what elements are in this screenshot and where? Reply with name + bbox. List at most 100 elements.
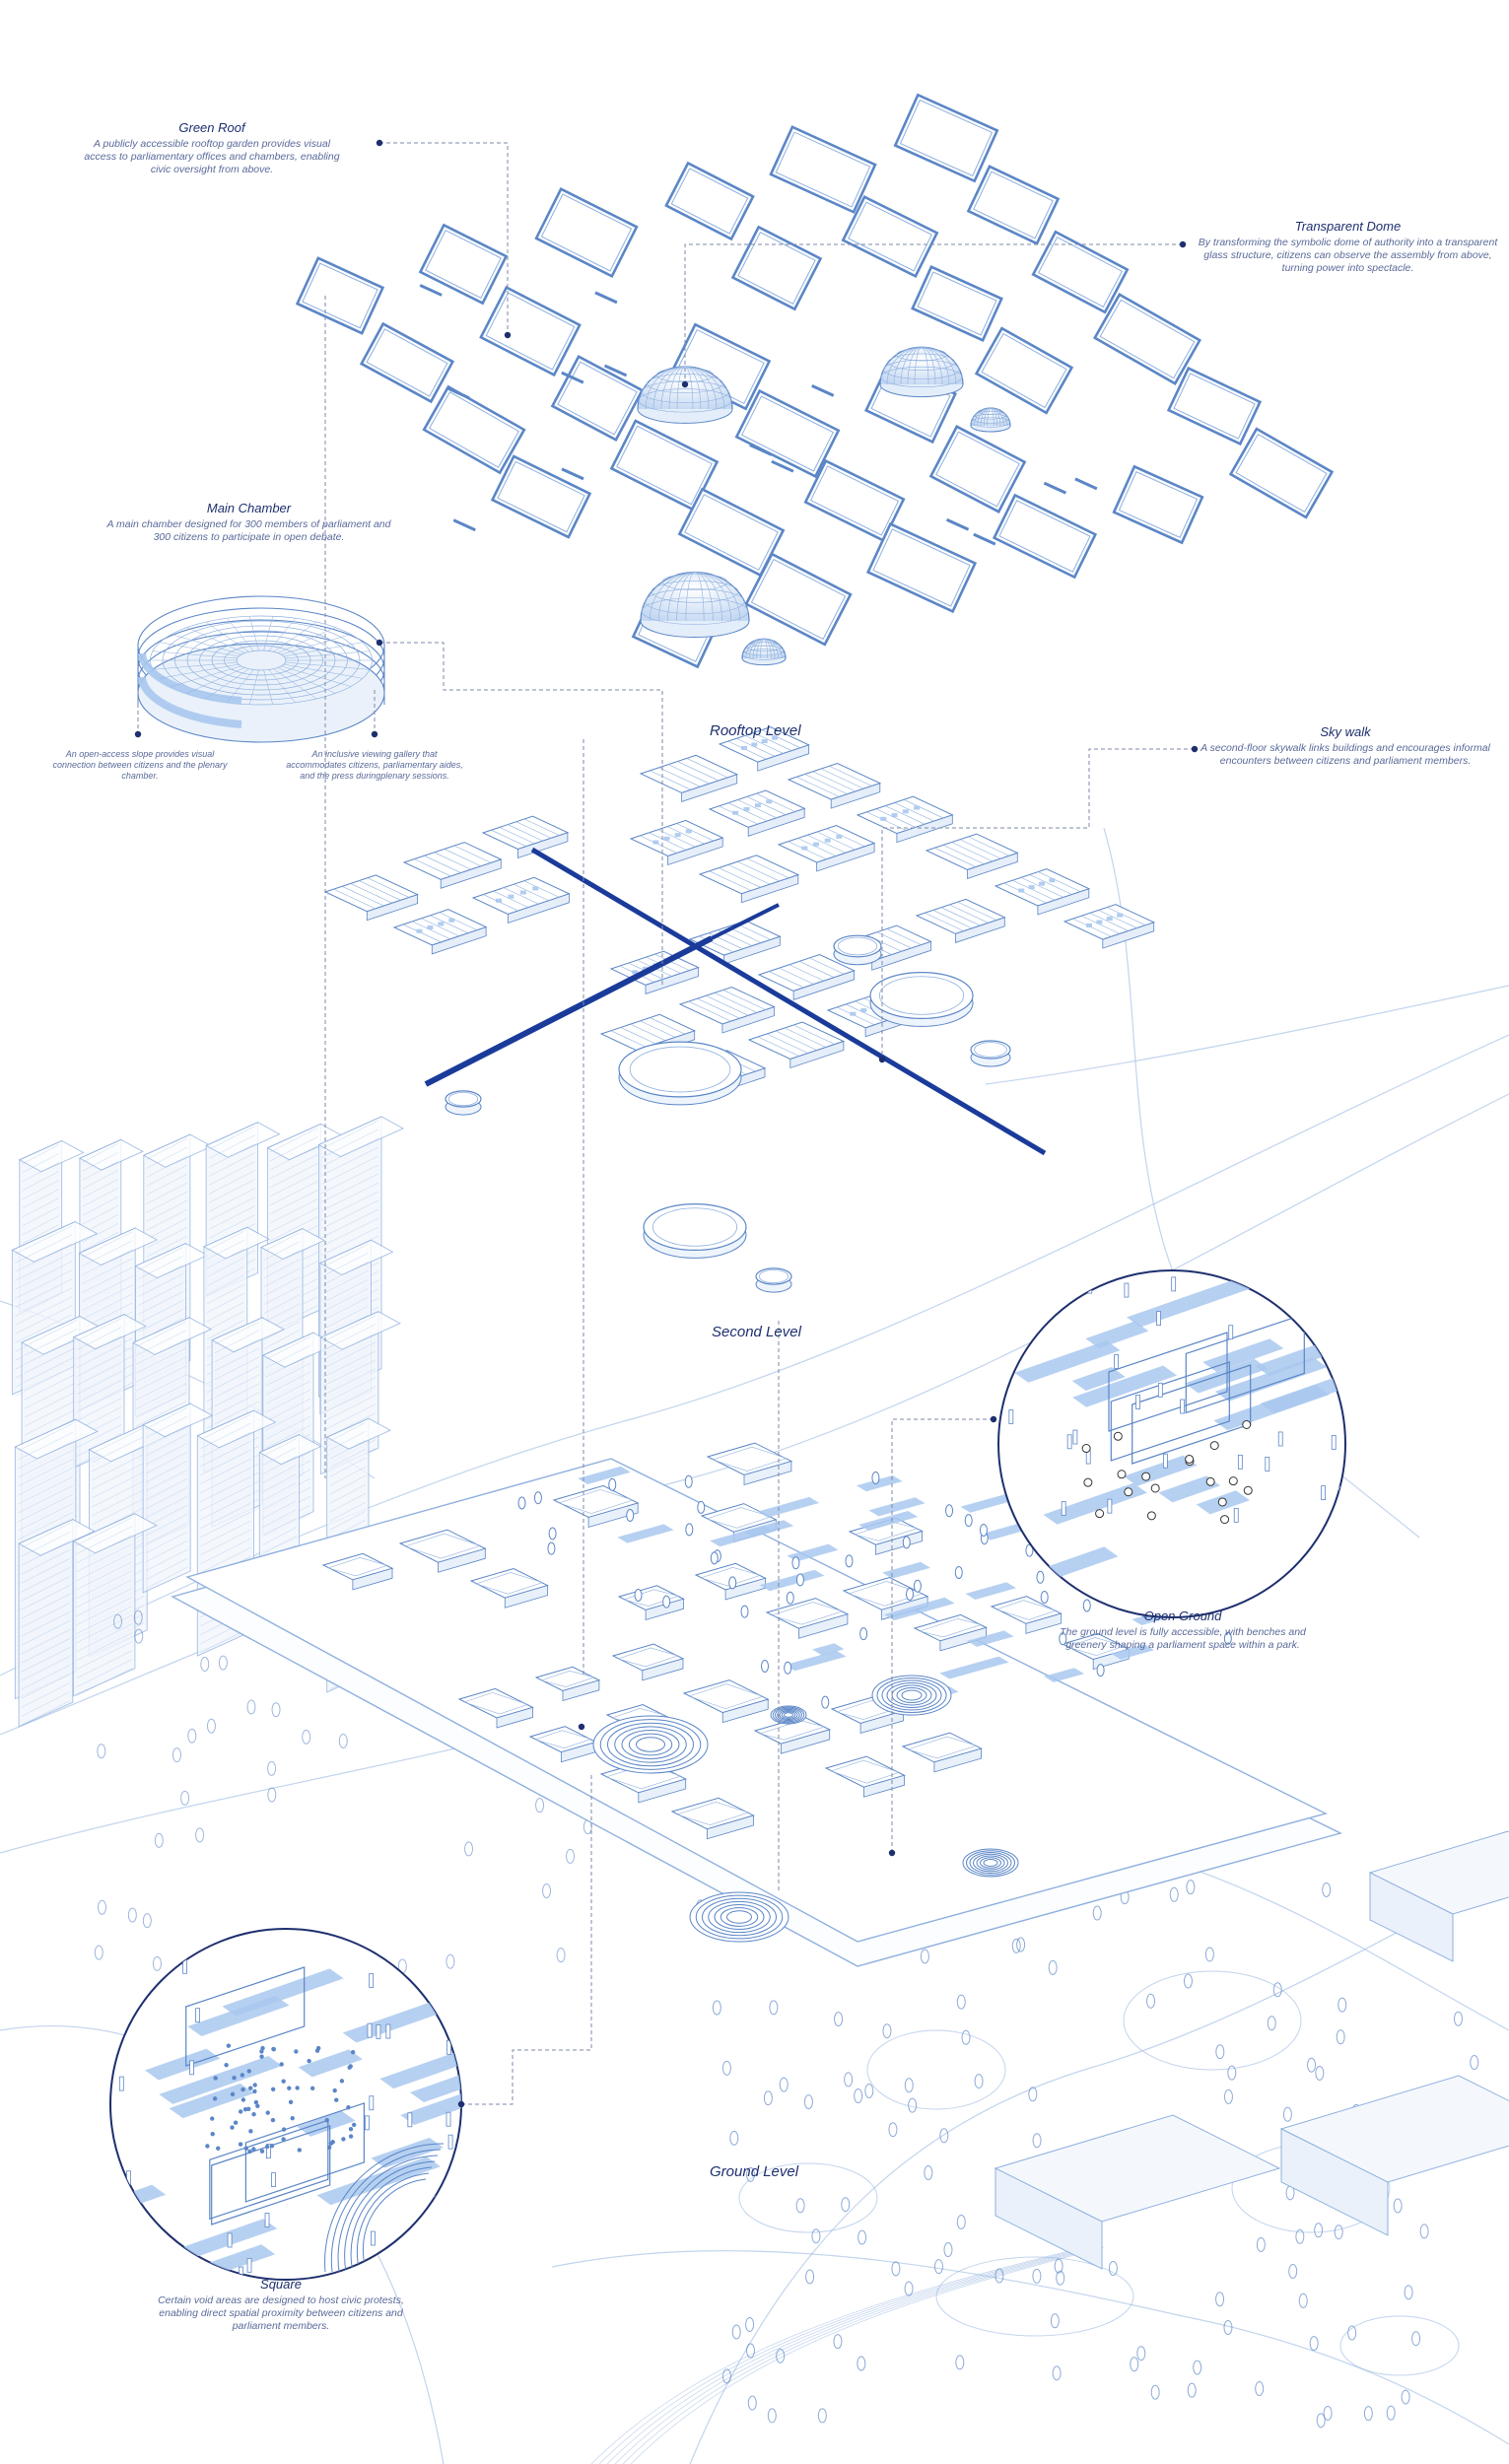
- leader-dot: [878, 1056, 886, 1063]
- green-area: [757, 1496, 820, 1518]
- leader-line: [461, 1774, 592, 2105]
- terrain-line: [0, 1734, 514, 1854]
- person-icon: [205, 2144, 210, 2149]
- tree-icon: [662, 1595, 671, 1608]
- person-icon: [1242, 1420, 1252, 1430]
- person-icon: [1243, 1485, 1253, 1495]
- tree-icon: [795, 1573, 804, 1587]
- roof-panel: [418, 223, 509, 306]
- tree-icon: [833, 2334, 843, 2350]
- tree-icon: [338, 1733, 348, 1748]
- amphitheatre-step: [350, 2166, 433, 2273]
- main-chamber-drawing: [137, 595, 385, 743]
- tree-icon: [1338, 1997, 1347, 2013]
- person-icon: [248, 2129, 253, 2134]
- tree-icon: [1272, 1982, 1282, 1998]
- road-line: [606, 2246, 1093, 2464]
- tree-icon: [187, 1728, 197, 1744]
- person-icon: [348, 2127, 354, 2132]
- tree-icon: [1204, 1947, 1214, 1962]
- person-icon: [1220, 1515, 1230, 1525]
- ground-building: [848, 1517, 924, 1555]
- tree-icon: [1016, 1937, 1026, 1952]
- tree-icon: [979, 1524, 988, 1538]
- person-icon: [259, 2149, 265, 2154]
- person-icon: [294, 2049, 299, 2054]
- open-access-slope-text: An open-access slope provides visual con…: [52, 749, 228, 781]
- skywalk-bridge: [530, 847, 1047, 1156]
- tree-icon: [152, 1955, 162, 1971]
- person-icon: [309, 2086, 315, 2090]
- tree-icon: [721, 2060, 731, 2076]
- green-area: [1158, 1475, 1221, 1503]
- leader-dot: [681, 380, 689, 388]
- green-area: [187, 1995, 290, 2036]
- second-level-block: [915, 898, 1006, 943]
- ground-building: [611, 1643, 685, 1681]
- sky-walk-text: A second-floor skywalk links buildings a…: [1200, 742, 1490, 767]
- tree-icon: [1096, 1664, 1105, 1677]
- roof-panel: [803, 458, 906, 543]
- bench-post: [195, 2008, 200, 2023]
- roof-connector: [945, 517, 970, 531]
- tree-icon: [1186, 1880, 1196, 1895]
- second-level-courtyard: [833, 934, 882, 966]
- roof-panel: [359, 321, 455, 404]
- bench-post: [264, 2213, 270, 2227]
- roof-panel: [534, 186, 639, 279]
- tree-icon: [684, 1474, 693, 1488]
- second-level-block: [629, 819, 724, 866]
- tree-icon: [913, 1579, 922, 1593]
- square-detail-circle: [109, 1928, 462, 2281]
- zoom-circle-frame: [997, 1269, 1346, 1618]
- detail-wall: [244, 2102, 365, 2203]
- leader-line: [379, 642, 663, 986]
- terrain-line: [689, 1872, 1509, 2464]
- road-line: [590, 2246, 1085, 2464]
- leader-lines: [134, 139, 1199, 2108]
- leader-dot: [578, 1723, 585, 1731]
- green-area: [858, 1511, 919, 1531]
- glass-dome-icon: [741, 638, 787, 666]
- tree-icon: [729, 2130, 739, 2146]
- tree-icon: [904, 2281, 914, 2296]
- ground-building: [552, 1484, 640, 1529]
- green-area: [1184, 1358, 1269, 1394]
- seating-radial: [227, 618, 254, 651]
- person-icon: [1141, 1472, 1151, 1481]
- second-level-block: [392, 909, 488, 955]
- viewing-gallery-annotation: An inclusive viewing gallery that accomm…: [286, 749, 463, 782]
- tree-icon: [1470, 2055, 1479, 2071]
- ground-chamber: [689, 1891, 789, 1943]
- ground-chamber: [770, 1705, 807, 1725]
- green-area: [457, 2218, 461, 2243]
- tree-icon: [1419, 2224, 1429, 2239]
- ground-building: [990, 1596, 1063, 1634]
- person-icon: [281, 2137, 286, 2142]
- second-level-courtyard: [618, 1041, 742, 1106]
- tree-icon: [859, 1627, 868, 1641]
- roof-panel: [295, 256, 385, 335]
- main-chamber-title: Main Chamber: [206, 501, 292, 515]
- tree-icon: [535, 1798, 545, 1814]
- open-ground-text: The ground level is fully accessible, wi…: [1060, 1626, 1306, 1651]
- skywalk-bridge: [711, 903, 780, 940]
- green-area: [1341, 1537, 1345, 1584]
- tree-icon: [134, 1628, 144, 1644]
- amphitheatre-step: [362, 2178, 427, 2273]
- person-icon: [339, 2079, 345, 2084]
- tree-icon: [1453, 2011, 1463, 2026]
- detail-wall: [1108, 1332, 1228, 1432]
- bench-post: [189, 1931, 195, 1947]
- bench-post: [1333, 1295, 1338, 1311]
- green-area: [1085, 1321, 1149, 1349]
- ground-building: [321, 1552, 394, 1591]
- person-icon: [213, 2076, 218, 2081]
- main-chamber-text: A main chamber designed for 300 members …: [106, 518, 391, 543]
- person-icon: [341, 2137, 346, 2142]
- bench-post: [1180, 1399, 1186, 1414]
- tree-icon: [1227, 2065, 1237, 2081]
- tree-icon: [821, 1695, 830, 1709]
- roof-panel: [1228, 427, 1335, 519]
- tree-icon: [795, 2198, 805, 2214]
